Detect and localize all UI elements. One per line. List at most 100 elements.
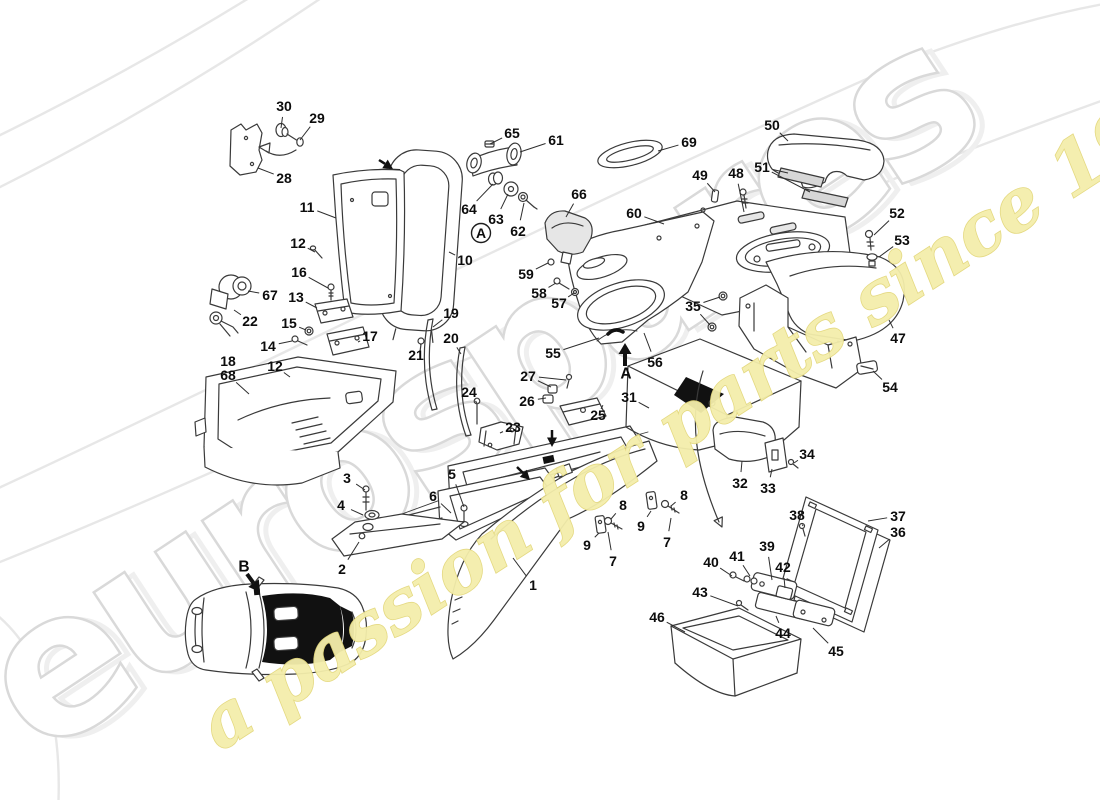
svg-text:10: 10 bbox=[457, 252, 473, 268]
callout-13: 13 bbox=[288, 289, 318, 309]
callout-30: 30 bbox=[276, 98, 292, 129]
callout-9: 9 bbox=[637, 510, 652, 534]
part-34-screw bbox=[787, 458, 799, 469]
part-11-seat-back-panel bbox=[332, 168, 406, 315]
callout-40: 40 bbox=[703, 554, 733, 577]
svg-text:52: 52 bbox=[889, 205, 905, 221]
svg-text:24: 24 bbox=[461, 384, 477, 400]
callout-36: 36 bbox=[878, 524, 906, 549]
part-24-pin bbox=[473, 397, 481, 425]
part-29-30-bolt bbox=[275, 122, 304, 147]
diagram-artwork bbox=[184, 122, 905, 697]
callout-52: 52 bbox=[873, 205, 905, 236]
callout-24: 24 bbox=[461, 384, 478, 404]
part-61-bracket bbox=[466, 142, 522, 177]
callout-53: 53 bbox=[878, 232, 910, 258]
part-20-arc-trim bbox=[456, 346, 472, 437]
callout-57: 57 bbox=[551, 292, 575, 311]
svg-text:60: 60 bbox=[626, 205, 642, 221]
part-25-plate bbox=[559, 397, 607, 426]
svg-text:18: 18 bbox=[220, 353, 236, 369]
callout-63: 63 bbox=[488, 193, 509, 227]
part-12-screw-upper bbox=[309, 245, 323, 259]
callout-55: 55 bbox=[545, 337, 600, 361]
callout-39: 39 bbox=[759, 538, 775, 581]
callout-19: 19 bbox=[432, 305, 459, 328]
part-22-key bbox=[209, 311, 239, 337]
svg-text:51: 51 bbox=[754, 159, 770, 175]
part-39-45-hinge-cluster bbox=[729, 571, 836, 627]
svg-text:A: A bbox=[620, 366, 631, 383]
part-7-8-9-left bbox=[594, 515, 623, 534]
svg-text:39: 39 bbox=[759, 538, 775, 554]
part-18-68-storage-tray bbox=[194, 356, 397, 486]
part-17-plate bbox=[326, 326, 370, 356]
svg-text:31: 31 bbox=[621, 389, 637, 405]
part-14-screw bbox=[291, 335, 308, 346]
svg-text:44: 44 bbox=[775, 625, 791, 641]
svg-text:1: 1 bbox=[529, 577, 537, 593]
svg-text:A: A bbox=[476, 225, 486, 241]
callout-64: 64 bbox=[461, 183, 494, 217]
svg-text:26: 26 bbox=[519, 393, 535, 409]
svg-text:66: 66 bbox=[571, 186, 587, 202]
part-60-quarter-trim bbox=[566, 211, 715, 345]
callout-9: 9 bbox=[583, 532, 600, 553]
callout-22: 22 bbox=[233, 309, 258, 329]
svg-text:6: 6 bbox=[429, 488, 437, 504]
svg-text:65: 65 bbox=[504, 125, 520, 141]
svg-text:55: 55 bbox=[545, 345, 561, 361]
svg-text:7: 7 bbox=[663, 534, 671, 550]
callout-49: 49 bbox=[692, 167, 716, 193]
callout-44: 44 bbox=[775, 615, 791, 641]
part-36-37-board bbox=[779, 496, 891, 633]
callout-62: 62 bbox=[510, 202, 526, 239]
callout-47: 47 bbox=[888, 319, 906, 346]
callout-33: 33 bbox=[760, 468, 776, 496]
svg-text:23: 23 bbox=[505, 419, 521, 435]
callout-66: 66 bbox=[565, 186, 587, 218]
callout-61: 61 bbox=[519, 132, 564, 153]
callout-60: 60 bbox=[626, 205, 665, 225]
svg-text:14: 14 bbox=[260, 338, 276, 354]
callout-26: 26 bbox=[519, 393, 547, 409]
svg-text:20: 20 bbox=[443, 330, 459, 346]
callout-6: 6 bbox=[429, 488, 452, 514]
part-63-disc bbox=[503, 181, 519, 197]
part-64-roller bbox=[487, 171, 504, 186]
svg-text:69: 69 bbox=[681, 134, 697, 150]
console-rear-mount-frame bbox=[738, 284, 863, 389]
svg-text:27: 27 bbox=[520, 368, 536, 384]
part-46-bin bbox=[670, 607, 802, 697]
svg-text:21: 21 bbox=[408, 347, 424, 363]
svg-text:49: 49 bbox=[692, 167, 708, 183]
callout-48: 48 bbox=[728, 165, 745, 213]
svg-text:62: 62 bbox=[510, 223, 526, 239]
svg-text:42: 42 bbox=[775, 559, 791, 575]
callout-69: 69 bbox=[657, 134, 697, 152]
callout-46: 46 bbox=[649, 609, 686, 633]
callout-29: 29 bbox=[299, 110, 325, 141]
callout-10: 10 bbox=[448, 251, 473, 268]
callout-32: 32 bbox=[732, 460, 748, 491]
svg-text:9: 9 bbox=[583, 537, 591, 553]
svg-text:25: 25 bbox=[590, 407, 606, 423]
svg-text:59: 59 bbox=[518, 266, 534, 282]
callout-54: 54 bbox=[872, 370, 898, 395]
callout-59: 59 bbox=[518, 262, 549, 282]
callout-12: 12 bbox=[267, 358, 291, 378]
callout-25: 25 bbox=[590, 404, 606, 423]
part-66-pad bbox=[544, 210, 593, 265]
svg-text:46: 46 bbox=[649, 609, 665, 625]
svg-text:30: 30 bbox=[276, 98, 292, 114]
callout-51: 51 bbox=[754, 159, 811, 193]
part-28-mount-plate bbox=[229, 123, 297, 176]
callout-16: 16 bbox=[291, 264, 329, 289]
svg-text:48: 48 bbox=[728, 165, 744, 181]
part-51-strips bbox=[777, 167, 849, 208]
part-23-bracket bbox=[478, 421, 524, 451]
callout-38: 38 bbox=[789, 507, 805, 527]
